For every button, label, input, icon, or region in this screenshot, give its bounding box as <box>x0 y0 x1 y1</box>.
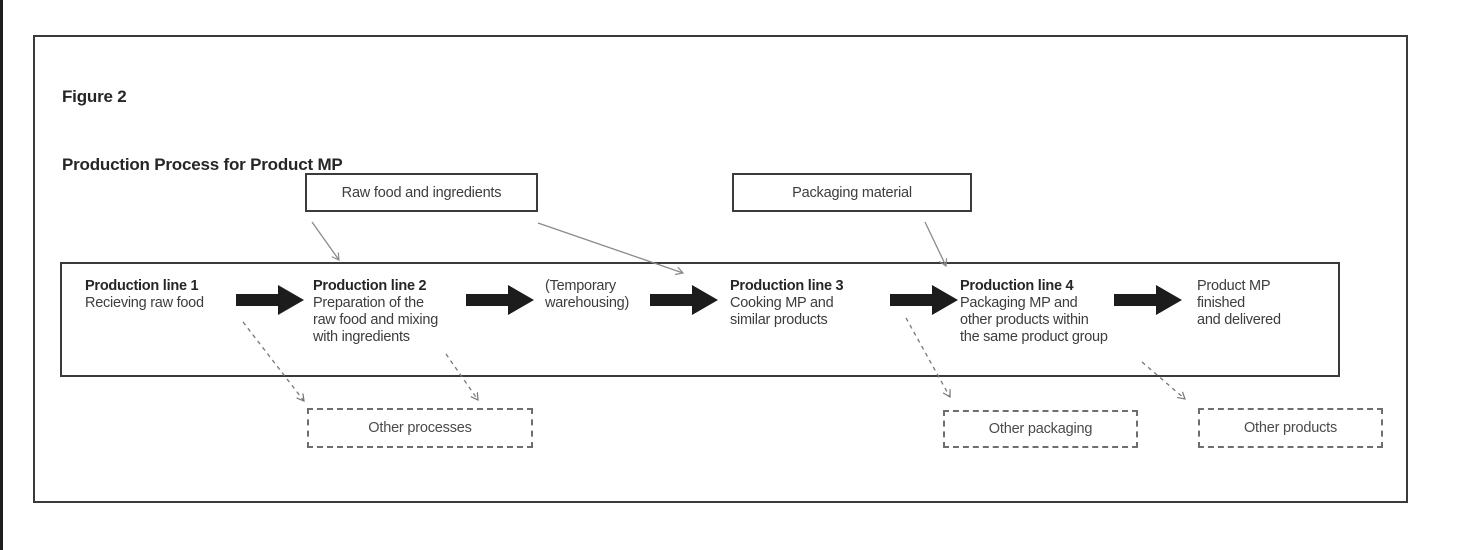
stage-desc: Cooking MP and similar products <box>730 295 834 328</box>
flow-arrow-shaft <box>650 294 692 306</box>
stage-production-line-2: Production line 2 Preparation of the raw… <box>313 278 438 346</box>
input-box-packaging-material-label: Packaging material <box>792 184 912 201</box>
output-box-other-processes: Other processes <box>307 408 533 448</box>
figure-heading: Figure 2 Production Process for Product … <box>62 46 343 216</box>
flow-arrow-head <box>278 285 304 315</box>
flow-arrow-head <box>692 285 718 315</box>
flow-arrow-head <box>1156 285 1182 315</box>
main-process-box <box>60 262 1340 377</box>
page-scan-edge <box>0 0 3 550</box>
stage-product-mp-finished: Product MP finished and delivered <box>1197 278 1281 329</box>
flow-arrow-shaft <box>1114 294 1156 306</box>
stage-desc: Recieving raw food <box>85 295 204 311</box>
figure-title: Production Process for Product MP <box>62 155 343 174</box>
flow-arrow-head <box>932 285 958 315</box>
stage-title: Production line 3 <box>730 278 844 294</box>
flow-arrow-icon <box>650 285 718 315</box>
flow-arrow-shaft <box>466 294 508 306</box>
flow-arrow-icon <box>466 285 534 315</box>
output-box-other-packaging-label: Other packaging <box>988 421 1093 437</box>
input-box-raw-food-label: Raw food and ingredients <box>341 184 502 201</box>
flow-arrow-shaft <box>890 294 932 306</box>
flow-arrow-head <box>508 285 534 315</box>
stage-desc: Packaging MP and other products within t… <box>960 295 1108 345</box>
input-box-raw-food: Raw food and ingredients <box>305 173 538 212</box>
stage-title: Production line 2 <box>313 278 427 294</box>
stage-production-line-3: Production line 3 Cooking MP and similar… <box>730 278 844 329</box>
stage-title: Production line 1 <box>85 278 199 294</box>
stage-production-line-4: Production line 4 Packaging MP and other… <box>960 278 1108 346</box>
stage-title: Production line 4 <box>960 278 1074 294</box>
stage-desc: (Temporary warehousing) <box>545 278 630 311</box>
figure-label: Figure 2 <box>62 87 127 106</box>
flow-arrow-shaft <box>236 294 278 306</box>
stage-production-line-1: Production line 1 Recieving raw food <box>85 278 204 312</box>
stage-temporary-warehousing: (Temporary warehousing) <box>545 278 629 312</box>
output-box-other-products: Other products <box>1198 408 1383 448</box>
flow-arrow-icon <box>1114 285 1182 315</box>
stage-desc: Preparation of the raw food and mixing w… <box>313 295 439 345</box>
output-box-other-processes-label: Other processes <box>368 420 472 436</box>
stage-desc: Product MP finished and delivered <box>1197 278 1281 328</box>
input-box-packaging-material: Packaging material <box>732 173 972 212</box>
output-box-other-products-label: Other products <box>1243 420 1338 436</box>
flow-arrow-icon <box>890 285 958 315</box>
flow-arrow-icon <box>236 285 304 315</box>
output-box-other-packaging: Other packaging <box>943 410 1138 448</box>
